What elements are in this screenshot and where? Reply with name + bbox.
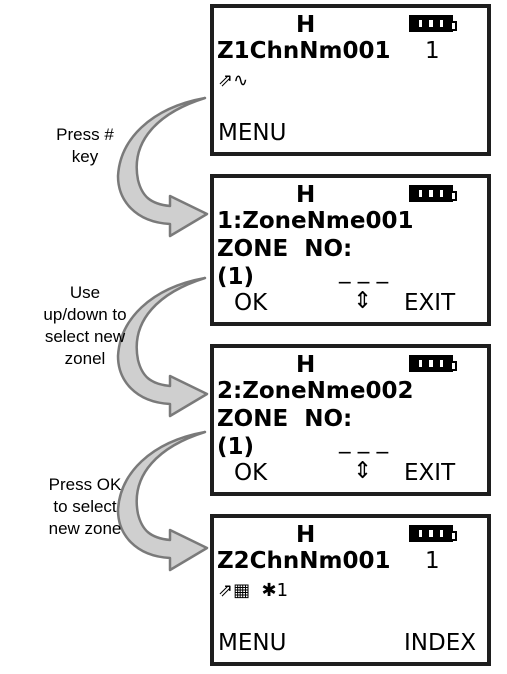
zone-name: 1:ZoneNme001 <box>217 208 414 234</box>
battery-icon <box>409 525 457 542</box>
header-h: H <box>296 522 316 548</box>
step-label-press-hash: Press # key <box>56 125 114 166</box>
zone-no-label: ZONE NO: <box>217 406 353 432</box>
channel-name: Z1ChnNm001 <box>217 38 391 64</box>
softkey-exit[interactable]: EXIT <box>404 290 456 316</box>
softkey-exit[interactable]: EXIT <box>404 460 456 486</box>
radio-screen-4: H Z2ChnNm001 1 ⇗▦ ✱1 MENU INDEX <box>210 514 491 666</box>
zone-no-value: (1) <box>217 264 255 290</box>
zone-no-dashes: _ _ _ <box>339 258 389 284</box>
radio-screen-2: H 1:ZoneNme001 ZONE NO: (1) _ _ _ OK ⇕ E… <box>210 174 491 326</box>
updown-arrow-icon[interactable]: ⇕ <box>353 458 373 484</box>
channel-number: 1 <box>425 548 440 574</box>
curved-arrow-2 <box>116 276 209 418</box>
status-icons: ⇗∿ <box>218 70 249 91</box>
battery-icon <box>409 355 457 372</box>
softkey-ok[interactable]: OK <box>234 290 268 316</box>
zone-no-dashes: _ _ _ <box>339 428 389 454</box>
battery-icon <box>409 185 457 202</box>
radio-screen-3: H 2:ZoneNme002 ZONE NO: (1) _ _ _ OK ⇕ E… <box>210 344 491 496</box>
battery-icon <box>409 15 457 32</box>
header-h: H <box>296 12 316 38</box>
curved-arrow-3 <box>116 430 209 572</box>
zone-no-value: (1) <box>217 434 255 460</box>
zone-no-label: ZONE NO: <box>217 236 353 262</box>
status-icons: ⇗▦ ✱1 <box>218 580 289 601</box>
channel-number: 1 <box>425 38 440 64</box>
header-h: H <box>296 352 316 378</box>
softkey-menu[interactable]: MENU <box>218 120 287 146</box>
step-label-press-ok: Press OK to select new zone <box>48 475 122 538</box>
radio-screen-1: H Z1ChnNm001 1 ⇗∿ MENU <box>210 4 491 156</box>
zone-name: 2:ZoneNme002 <box>217 378 414 404</box>
softkey-ok[interactable]: OK <box>234 460 268 486</box>
channel-name: Z2ChnNm001 <box>217 548 391 574</box>
curved-arrow-1 <box>116 96 209 238</box>
softkey-menu[interactable]: MENU <box>218 630 287 656</box>
step-label-use-updown: Use up/down to select new zonel <box>43 283 127 368</box>
updown-arrow-icon[interactable]: ⇕ <box>353 288 373 314</box>
header-h: H <box>296 182 316 208</box>
softkey-index[interactable]: INDEX <box>404 630 476 656</box>
